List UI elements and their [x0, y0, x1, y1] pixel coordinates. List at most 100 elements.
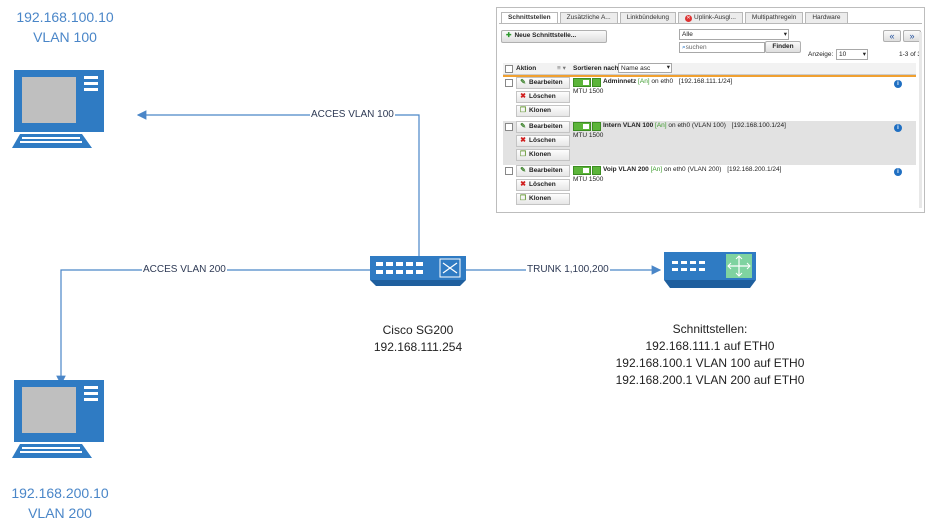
edit-button[interactable]: ✎Bearbeiten — [516, 165, 570, 177]
header-accent-line — [503, 75, 916, 77]
router-info: Schnittstellen: 192.168.111.1 auf ETH0 1… — [590, 321, 830, 389]
row-status: [An] — [650, 166, 663, 173]
scrollbar[interactable] — [919, 32, 922, 208]
new-interface-button[interactable]: ✚Neue Schnittstelle... — [501, 30, 607, 43]
filter-select[interactable]: Alle ▾ — [679, 29, 789, 40]
row-checkbox[interactable] — [505, 167, 513, 175]
delete-button[interactable]: ✖Löschen — [516, 91, 570, 103]
status-toggle[interactable] — [573, 78, 591, 87]
interface-icon — [592, 78, 601, 87]
row-mtu: MTU 1500 — [573, 132, 604, 139]
chevron-down-icon: ▾ — [783, 31, 787, 38]
clone-icon: ❐ — [519, 195, 527, 202]
row-checkbox[interactable] — [505, 79, 513, 87]
tab-uplink[interactable]: ✕Uplink-Ausgl... — [678, 12, 743, 23]
next-page-button[interactable]: » — [903, 30, 921, 42]
info-icon[interactable]: i — [894, 124, 902, 132]
sort-value: Name asc — [621, 65, 651, 72]
tab-schnittstellen[interactable]: Schnittstellen — [501, 12, 558, 23]
delete-label: Löschen — [529, 181, 556, 188]
row-iface: on eth0 — [651, 78, 674, 85]
edit-icon: ✎ — [520, 79, 526, 86]
row-iface: on eth0 (VLAN 100) — [668, 122, 726, 129]
display-label: Anzeige: — [808, 51, 834, 58]
delete-icon: ✖ — [520, 181, 526, 188]
row-title: Intern VLAN 100 [An] on eth0 (VLAN 100) … — [603, 122, 786, 129]
top-pc-vlan: VLAN 100 — [33, 29, 97, 45]
search-input[interactable]: ⌕suchen — [679, 42, 765, 53]
delete-button[interactable]: ✖Löschen — [516, 179, 570, 191]
top-pc-icon — [12, 70, 104, 148]
link-label-top: ACCES VLAN 100 — [310, 109, 395, 121]
router-info-line: 192.168.111.1 auf ETH0 — [645, 339, 775, 353]
new-interface-label: Neue Schnittstelle... — [514, 32, 577, 39]
top-pc-ip: 192.168.100.10 — [16, 9, 114, 25]
switch-name: Cisco SG200 — [382, 323, 454, 337]
edit-label: Bearbeiten — [529, 123, 563, 130]
clone-button[interactable]: ❐Klonen — [516, 149, 570, 161]
router-info-title: Schnittstellen: — [672, 322, 748, 336]
status-toggle[interactable] — [573, 122, 591, 131]
tab-multipath[interactable]: Multipathregeln — [744, 12, 804, 23]
list-header: Aktion ≡ ▾ Sortieren nach: Name asc ▾ — [503, 63, 916, 75]
row-addr: [192.168.111.1/24] — [678, 78, 733, 85]
row-title: Adminnetz [An] on eth0 [192.168.111.1/24… — [603, 78, 732, 85]
prev-page-button[interactable]: « — [883, 30, 901, 42]
row-status: [An] — [655, 122, 667, 129]
router-icon — [664, 252, 756, 288]
interface-icon — [592, 122, 601, 131]
display-value: 10 — [839, 51, 847, 58]
row-title: Voip VLAN 200 [An] on eth0 (VLAN 200) [1… — [603, 166, 781, 173]
select-all-checkbox[interactable] — [505, 65, 513, 73]
edit-icon: ✎ — [520, 123, 526, 130]
tab-hardware[interactable]: Hardware — [805, 12, 848, 23]
tab-divider — [499, 23, 922, 24]
info-icon[interactable]: i — [894, 80, 902, 88]
router-info-line: 192.168.200.1 VLAN 200 auf ETH0 — [615, 373, 805, 387]
sort-label: Sortieren nach: — [573, 65, 621, 72]
interface-icon — [592, 166, 601, 175]
top-pc-label: 192.168.100.10 VLAN 100 — [0, 7, 130, 47]
find-button[interactable]: Finden — [765, 41, 801, 53]
sort-select[interactable]: Name asc ▾ — [618, 63, 672, 73]
row-name: Adminnetz — [603, 78, 637, 85]
edit-label: Bearbeiten — [529, 79, 563, 86]
row-background — [503, 77, 916, 121]
delete-label: Löschen — [529, 137, 556, 144]
delete-label: Löschen — [529, 93, 556, 100]
search-icon: ⌕ — [682, 44, 686, 51]
tab-zusaetzliche[interactable]: Zusätzliche A... — [559, 12, 618, 23]
switch-ip: 192.168.111.254 — [373, 340, 463, 354]
tab-bar: Schnittstellen Zusätzliche A... Linkbünd… — [501, 12, 850, 24]
row-background — [503, 165, 916, 209]
delete-icon: ✖ — [520, 137, 526, 144]
clone-button[interactable]: ❐Klonen — [516, 105, 570, 117]
router-info-line: 192.168.100.1 VLAN 100 auf ETH0 — [615, 356, 805, 370]
edit-button[interactable]: ✎Bearbeiten — [516, 77, 570, 89]
column-menu-icon[interactable]: ≡ ▾ — [557, 65, 566, 72]
display-select[interactable]: 10 ▾ — [836, 49, 868, 60]
link-label-trunk: TRUNK 1,100,200 — [526, 264, 610, 276]
row-background — [503, 121, 916, 165]
info-icon[interactable]: i — [894, 168, 902, 176]
clone-icon: ❐ — [519, 107, 527, 114]
row-mtu: MTU 1500 — [573, 88, 604, 95]
row-mtu: MTU 1500 — [573, 176, 604, 183]
link-acces-vlan-100 — [136, 110, 420, 256]
row-iface: on eth0 (VLAN 200) — [663, 166, 722, 173]
search-placeholder: suchen — [685, 44, 707, 51]
tab-linkbuendelung[interactable]: Linkbündelung — [619, 12, 676, 23]
clone-label: Klonen — [529, 151, 552, 158]
list-item: ✎Bearbeiten ✖Löschen ❐Klonen Voip VLAN 2… — [503, 165, 916, 209]
delete-button[interactable]: ✖Löschen — [516, 135, 570, 147]
action-header: Aktion — [516, 65, 537, 72]
filter-value: Alle — [682, 31, 693, 38]
clone-button[interactable]: ❐Klonen — [516, 193, 570, 205]
error-icon: ✕ — [685, 15, 692, 22]
tab-uplink-label: Uplink-Ausgl... — [694, 14, 736, 21]
bottom-pc-ip: 192.168.200.10 — [11, 485, 109, 501]
edit-button[interactable]: ✎Bearbeiten — [516, 121, 570, 133]
status-toggle[interactable] — [573, 166, 591, 175]
row-checkbox[interactable] — [505, 123, 513, 131]
